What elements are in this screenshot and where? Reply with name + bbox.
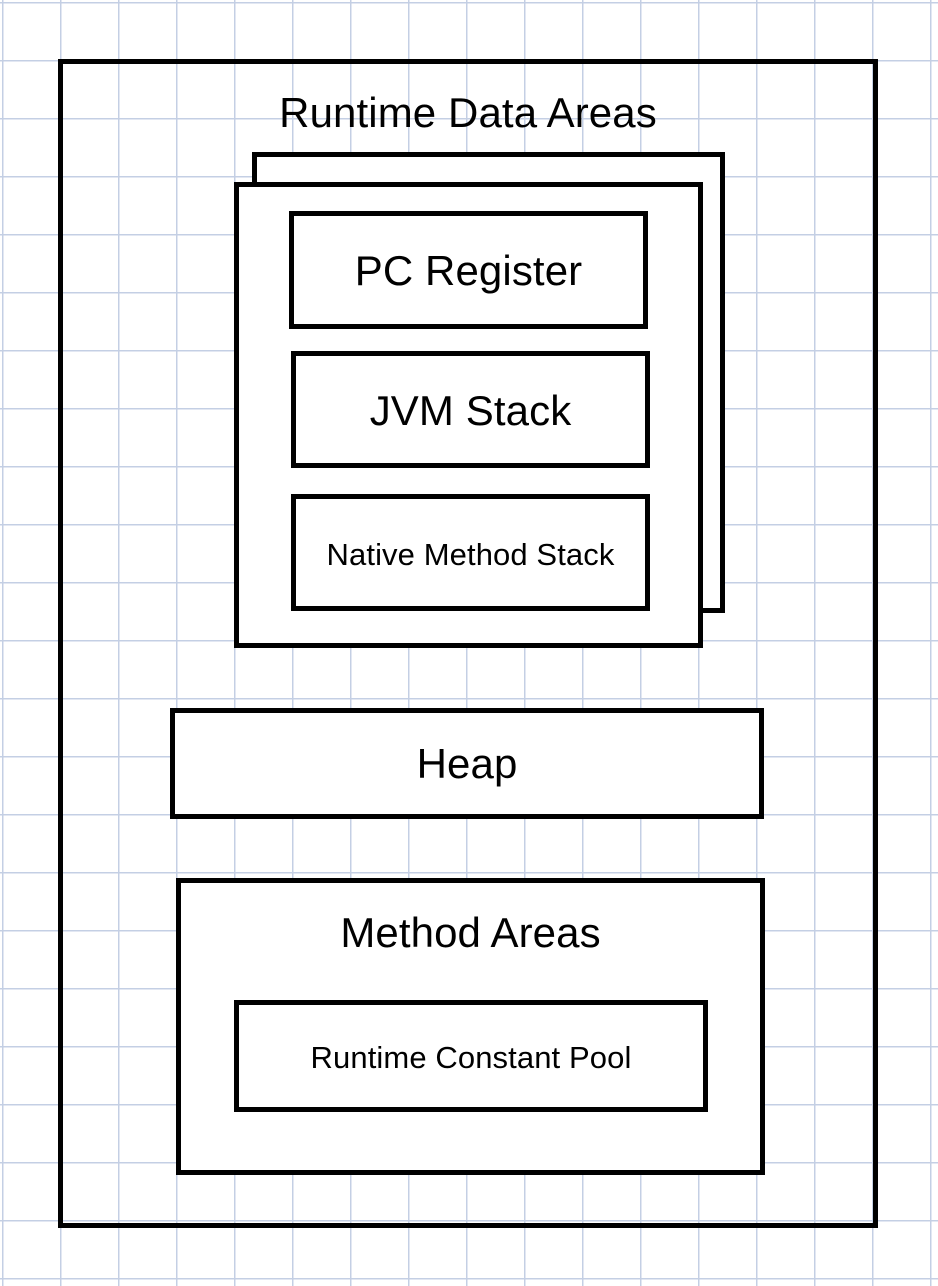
pc-register-label: PC Register	[354, 247, 583, 294]
jvm-stack-box[interactable]: JVM Stack	[291, 351, 650, 468]
heap-box[interactable]: Heap	[170, 708, 764, 819]
runtime-constant-pool-box[interactable]: Runtime Constant Pool	[234, 1000, 708, 1112]
native-method-stack-box[interactable]: Native Method Stack	[291, 494, 650, 611]
runtime-data-areas-label: Runtime Data Areas	[279, 89, 657, 136]
jvm-stack-label: JVM Stack	[369, 387, 572, 434]
heap-label: Heap	[416, 740, 518, 787]
method-areas-label: Method Areas	[340, 909, 601, 956]
native-method-stack-label: Native Method Stack	[326, 537, 615, 572]
runtime-constant-pool-label: Runtime Constant Pool	[310, 1040, 632, 1075]
runtime-data-areas-box[interactable]: Runtime Data Areas	[58, 59, 878, 1228]
pc-register-box[interactable]: PC Register	[289, 211, 648, 329]
